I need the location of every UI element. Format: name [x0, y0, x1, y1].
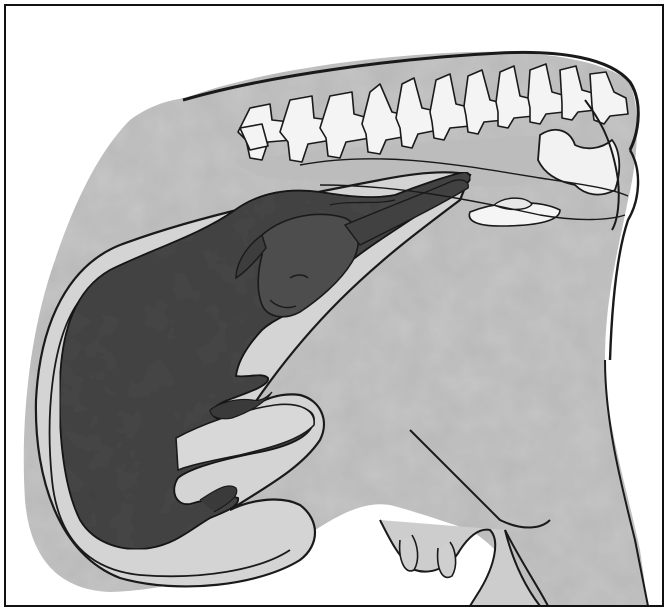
frame-border [4, 4, 664, 607]
